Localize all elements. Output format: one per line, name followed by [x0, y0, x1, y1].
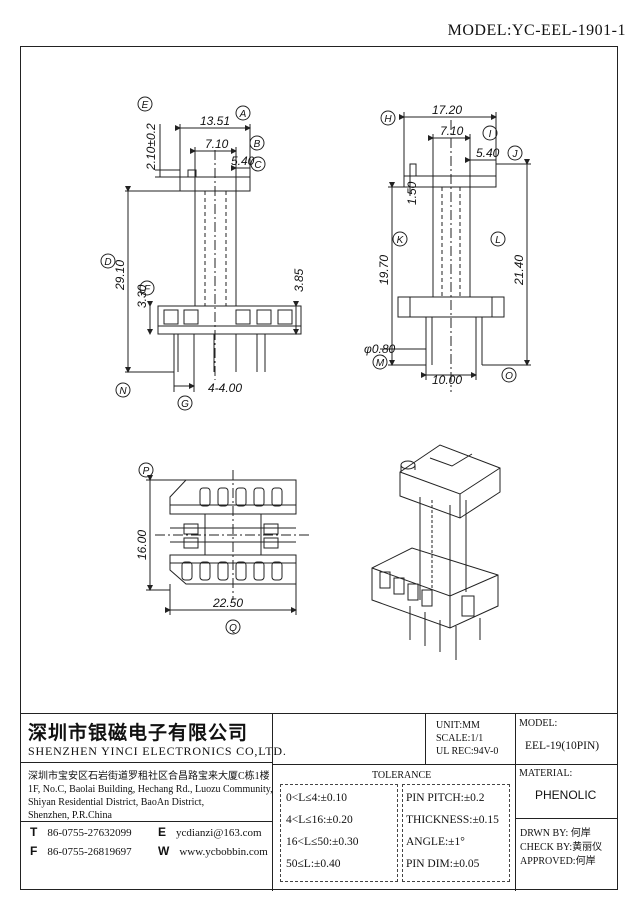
side-view — [380, 112, 531, 392]
fax-number: 86-0755-26819697 — [47, 846, 132, 858]
label-B: B — [254, 139, 261, 150]
scale-label: SCALE:1/1 — [436, 733, 484, 744]
dim-29-10: 29.10 — [113, 260, 127, 291]
label-O: O — [505, 371, 513, 382]
label-C: C — [254, 160, 262, 171]
website[interactable]: www.ycbobbin.com — [179, 846, 268, 858]
material-label: MATERIAL: — [519, 768, 573, 779]
check-by: CHECK BY:黄丽仪 — [520, 842, 603, 853]
label-D: D — [104, 257, 111, 268]
model-label: MODEL: — [519, 718, 558, 729]
label-Q: Q — [229, 623, 237, 634]
dim-10-00: 10.00 — [432, 373, 462, 387]
dim-3-85: 3.85 — [292, 268, 306, 292]
callout-circles — [100, 96, 523, 635]
isometric-view — [371, 444, 501, 660]
ul-rec-label: UL REC:94V-0 — [436, 746, 499, 757]
model-value: EEL-19(10PIN) — [525, 740, 600, 752]
company-name-en: SHENZHEN YINCI ELECTRONICS CO,LTD. — [28, 744, 287, 758]
thickness-tol: THICKNESS:±0.15 — [406, 814, 499, 826]
label-P: P — [143, 466, 150, 477]
label-I: I — [489, 129, 492, 140]
dim-7-10-front: 7.10 — [205, 137, 229, 151]
dim-17-20: 17.20 — [432, 103, 462, 117]
label-E: E — [142, 100, 149, 111]
drawn-by: DRWN BY: 何岸 — [520, 828, 591, 839]
dim-19-70: 19.70 — [377, 255, 391, 285]
label-J: J — [512, 149, 519, 160]
material-value: PHENOLIC — [535, 788, 597, 802]
tel-number: 86-0755-27632099 — [47, 827, 132, 839]
tolerance-title: TOLERANCE — [372, 770, 432, 781]
dim-13-51: 13.51 — [200, 114, 230, 128]
technical-drawing: E A B C D F N G H I J K L M O P Q 13.51 … — [100, 96, 531, 660]
pin-pitch-tol: PIN PITCH:±0.2 — [406, 792, 485, 804]
dim-4-4-00: 4-4.00 — [208, 381, 242, 395]
pin-dim-tol: PIN DIM:±0.05 — [406, 858, 480, 870]
label-H: H — [384, 114, 392, 125]
approved-by: APPROVED:何岸 — [520, 856, 596, 867]
tolerance-2: 4<L≤16:±0.20 — [286, 814, 353, 826]
label-M: M — [376, 358, 385, 369]
unit-label: UNIT:MM — [436, 720, 480, 731]
top-view — [146, 470, 310, 615]
dim-16-00: 16.00 — [135, 530, 149, 560]
dim-22-50: 22.50 — [212, 596, 243, 610]
company-address: 深圳市宝安区石岩街道罗租社区合昌路宝来大厦C栋1楼 1F, No.C, Baol… — [28, 771, 273, 821]
drawing-sheet-border — [20, 46, 618, 890]
dim-5-40-front: 5.40 — [231, 154, 255, 168]
front-view — [125, 124, 302, 392]
label-K: K — [397, 235, 405, 246]
model-title: MODEL:YC-EEL-1901-1 — [447, 22, 626, 39]
company-name-cn: 深圳市银磁电子有限公司 — [28, 722, 249, 744]
angle-tol: ANGLE:±1° — [406, 836, 465, 848]
email-address[interactable]: ycdianzi@163.com — [176, 827, 262, 839]
tolerance-1: 0<L≤4:±0.10 — [286, 792, 347, 804]
dim-21-40: 21.40 — [512, 255, 526, 286]
title-block: 深圳市银磁电子有限公司 SHENZHEN YINCI ELECTRONICS C… — [20, 713, 618, 891]
label-A: A — [239, 109, 247, 120]
tolerance-3: 16<L≤50:±0.30 — [286, 836, 359, 848]
tolerance-box — [280, 784, 398, 882]
dim-5-40-side: 5.40 — [476, 146, 500, 160]
dim-1-50: 1.50 — [405, 181, 419, 205]
label-L: L — [495, 235, 501, 246]
other-tolerance-box — [402, 784, 510, 882]
dim-2-10: 2.10±0.2 — [144, 123, 158, 171]
label-N: N — [119, 386, 127, 397]
dim-0-80: φ0.80 — [364, 342, 396, 356]
tolerance-4: 50≤L:±0.40 — [286, 858, 341, 870]
dim-7-10-side: 7.10 — [440, 124, 464, 138]
dim-3-30: 3.30 — [135, 284, 149, 308]
label-F: F — [144, 284, 151, 295]
label-G: G — [181, 399, 189, 410]
